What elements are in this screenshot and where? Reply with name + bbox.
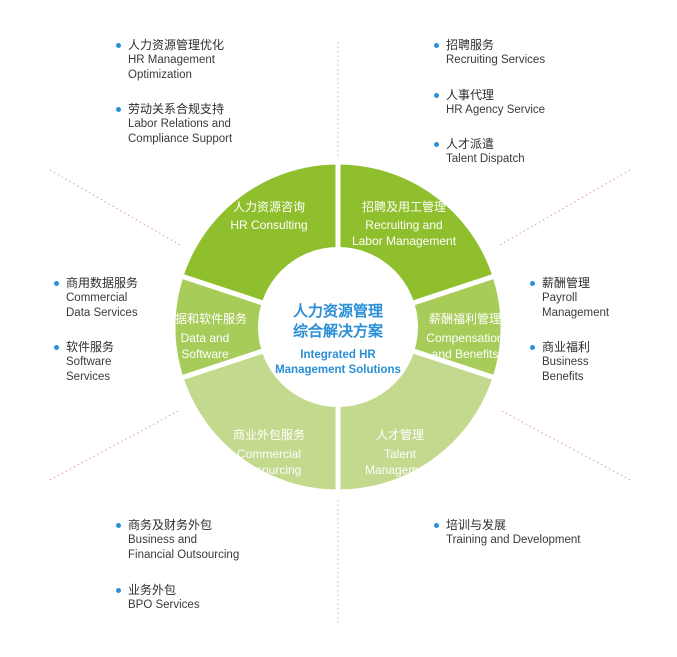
- service-item-zh: 劳动关系合规支持: [128, 102, 225, 116]
- bullet-dot: [116, 43, 121, 48]
- service-item-zh: 商业福利: [542, 340, 591, 354]
- segment-labels: 人力资源咨询 HR Consulting 招聘及用工管理 Recruiting …: [163, 199, 504, 477]
- bullet-dot: [530, 281, 535, 286]
- service-item: 人才派遣 Talent Dispatch: [434, 137, 525, 167]
- center-title-en-line2: Management Solutions: [275, 364, 401, 376]
- segment-label-en: Management: [365, 463, 436, 477]
- service-item-zh: 软件服务: [66, 340, 115, 354]
- service-item-en: Business: [542, 356, 589, 368]
- service-item-en: BPO Services: [128, 599, 200, 611]
- guide-lines: [49, 42, 631, 625]
- bullet-dot: [116, 107, 121, 112]
- service-item: 业务外包 BPO Services: [116, 583, 200, 613]
- segment-label-en: Talent: [384, 447, 417, 461]
- segment-label-en: Data and: [181, 331, 230, 345]
- service-item-zh: 人才派遣: [446, 137, 495, 151]
- bullet-dot: [54, 281, 59, 286]
- center-title-zh-line2: 综合解决方案: [293, 322, 384, 340]
- service-item-en: Commercial: [66, 292, 128, 304]
- service-item-en: Data Services: [66, 307, 138, 319]
- segment-label-en: Outsourcing: [237, 463, 302, 477]
- bullet-dot: [54, 345, 59, 350]
- service-item: 招聘服务 Recruiting Services: [434, 38, 546, 68]
- bullet-dot: [116, 523, 121, 528]
- guide-line-lower-right: [499, 409, 631, 481]
- service-item-en: Business and: [128, 534, 198, 546]
- service-item-en: HR Agency Service: [446, 104, 546, 116]
- bullet-dot: [116, 588, 121, 593]
- bullet-dot: [434, 523, 439, 528]
- segment-label-en: Commercial: [237, 447, 301, 461]
- service-item-en: Optimization: [128, 69, 192, 81]
- service-item-en: Payroll: [542, 292, 578, 304]
- service-item-en: Compliance Support: [128, 133, 233, 145]
- service-item: 人力资源管理优化 HR Management Optimization: [116, 38, 225, 83]
- bullet-dot: [530, 345, 535, 350]
- service-item-zh: 商用数据服务: [66, 276, 139, 290]
- service-item-zh: 培训与发展: [446, 518, 507, 532]
- service-item-zh: 招聘服务: [446, 38, 495, 52]
- segment-label-en: Software: [181, 347, 229, 361]
- center-title-zh-line1: 人力资源管理: [293, 302, 383, 320]
- service-item-en: Recruiting Services: [446, 54, 546, 66]
- service-item-en: Talent Dispatch: [446, 153, 525, 165]
- segment-label-zh: 薪酬福利管理: [429, 311, 501, 326]
- service-item: 商用数据服务 Commercial Data Services: [54, 276, 139, 321]
- service-item-en: Training and Development: [446, 534, 581, 546]
- segment-label-en: Labor Management: [352, 234, 457, 248]
- service-item-en: Services: [66, 371, 111, 383]
- center-hub: [258, 247, 418, 407]
- guide-line-lower-left: [49, 409, 181, 481]
- segment-label-zh: 人才管理: [376, 427, 424, 442]
- service-item-en: HR Management: [128, 54, 215, 66]
- service-item-zh: 人事代理: [446, 88, 495, 102]
- service-item-en: Labor Relations and: [128, 118, 231, 130]
- service-item: 人事代理 HR Agency Service: [434, 88, 546, 118]
- center-title: 人力资源管理 综合解决方案 Integrated HR Management S…: [275, 302, 401, 376]
- service-item: 劳动关系合规支持 Labor Relations and Compliance …: [116, 102, 233, 147]
- service-item: 软件服务 Software Services: [54, 340, 115, 385]
- bullet-dot: [434, 43, 439, 48]
- service-item: 商业福利 Business Benefits: [530, 340, 591, 385]
- segment-label-en: HR Consulting: [230, 218, 307, 232]
- service-item: 商务及财务外包 Business and Financial Outsourci…: [116, 518, 240, 563]
- segment-label-zh: 商业外包服务: [233, 427, 305, 442]
- segment-label-en: Compensation: [426, 331, 503, 345]
- segment-label-zh: 人力资源咨询: [233, 199, 305, 214]
- guide-line-upper-left: [49, 169, 181, 246]
- service-item-zh: 商务及财务外包: [128, 518, 213, 532]
- service-item-en: Software: [66, 356, 112, 368]
- segment-label-zh: 数据和软件服务: [163, 311, 247, 326]
- segment-label-zh: 招聘及用工管理: [362, 199, 446, 214]
- service-item: 培训与发展 Training and Development: [434, 518, 581, 548]
- service-item-en: Benefits: [542, 371, 584, 383]
- bullet-dot: [434, 142, 439, 147]
- service-item: 薪酬管理 Payroll Management: [530, 276, 610, 321]
- segment-label-en: and Benefits: [432, 347, 499, 361]
- service-item-en: Management: [542, 307, 610, 319]
- guide-line-upper-right: [499, 169, 631, 246]
- wheel: [170, 159, 506, 495]
- service-item-zh: 业务外包: [128, 583, 177, 597]
- center-title-en-line1: Integrated HR: [300, 349, 376, 361]
- bullet-dot: [434, 93, 439, 98]
- service-item-en: Financial Outsourcing: [128, 549, 240, 561]
- service-item-zh: 薪酬管理: [542, 276, 591, 290]
- segment-label-en: Recruiting and: [365, 218, 442, 232]
- service-item-zh: 人力资源管理优化: [128, 38, 225, 52]
